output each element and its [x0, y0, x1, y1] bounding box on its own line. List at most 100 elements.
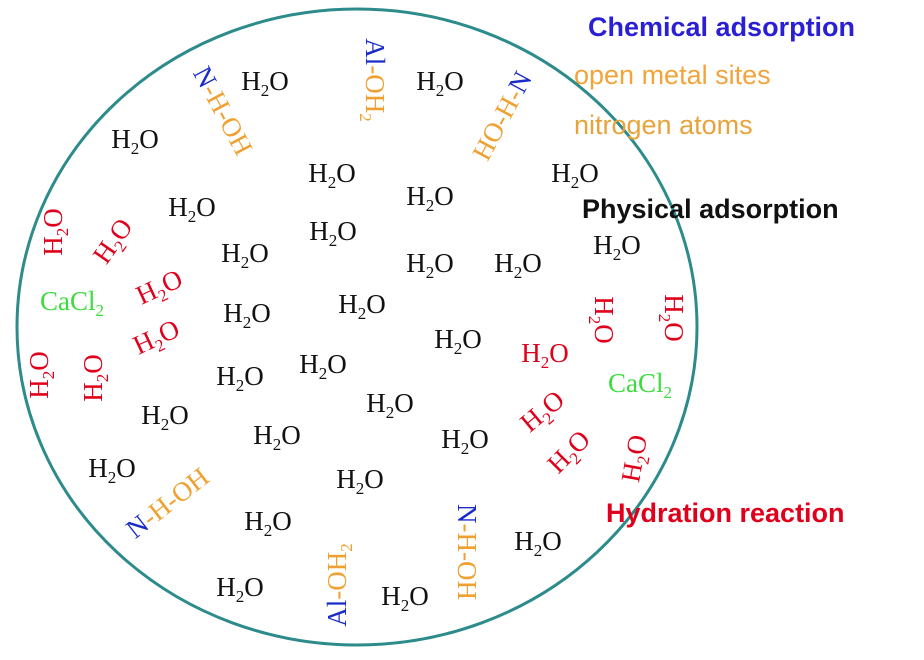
water-molecule: H2O	[406, 248, 454, 282]
molecule-fragment: H	[494, 248, 514, 278]
water-molecule: H2O	[441, 424, 489, 458]
molecule-fragment: O	[394, 388, 414, 418]
molecule-fragment: H	[338, 289, 358, 319]
molecule-fragment: 2	[243, 313, 252, 332]
molecule-fragment: H	[216, 572, 236, 602]
molecule-fragment: H	[441, 424, 461, 454]
molecule-fragment: 2	[93, 374, 112, 383]
molecule-fragment: H	[551, 158, 571, 188]
pore-circle	[15, 7, 699, 647]
legend-physical-adsorption: Physical adsorption	[582, 194, 839, 224]
molecule-fragment: H	[223, 298, 243, 328]
molecule-fragment: 2	[188, 207, 197, 226]
cacl2-label: CaCl2	[608, 368, 672, 402]
molecule-fragment: 2	[328, 173, 337, 192]
molecule-fragment: H	[434, 324, 454, 354]
molecule-fragment: 2	[571, 173, 580, 192]
molecule-fragment: O	[444, 66, 464, 96]
molecule-fragment: O	[364, 464, 384, 494]
legend-open-metal-sites: open metal sites	[574, 60, 771, 90]
molecule-fragment: 2	[541, 353, 550, 372]
hydration-water-molecule: H2O	[514, 384, 572, 441]
molecule-fragment: H	[168, 192, 188, 222]
molecule-fragment: 2	[358, 304, 367, 323]
water-molecule: H2O	[216, 361, 264, 395]
water-molecule: H2O	[241, 66, 289, 100]
molecule-fragment: 2	[131, 139, 140, 158]
molecule-fragment: 2	[236, 376, 245, 395]
molecule-fragment: H	[221, 238, 241, 268]
hydration-water-molecule: H2O	[541, 424, 599, 482]
water-molecule: H2O	[299, 349, 347, 383]
water-molecule: H2O	[253, 420, 301, 454]
molecule-fragment: 2	[534, 541, 543, 560]
molecule-fragment: -H-OH	[452, 524, 482, 600]
molecule-fragment: H	[514, 526, 534, 556]
hydration-water-molecule: H2O	[87, 213, 142, 271]
molecule-fragment: O	[139, 124, 159, 154]
legend-hydration-reaction: Hydration reaction	[606, 498, 845, 528]
molecule-fragment: -OH	[322, 552, 352, 600]
molecule-fragment: O	[579, 158, 599, 188]
molecule-fragment: O	[621, 230, 641, 260]
molecule-fragment: H	[24, 379, 54, 399]
molecule-fragment: O	[434, 181, 454, 211]
molecule-fragment: H	[253, 420, 273, 450]
molecule-fragment: O	[337, 216, 357, 246]
water-molecule: H2O	[308, 158, 356, 192]
molecule-fragment: 2	[108, 468, 117, 487]
molecule-fragment: O	[281, 420, 301, 450]
molecule-fragment: 2	[319, 364, 328, 383]
molecule-fragment: O	[366, 289, 386, 319]
molecule-fragment: O	[522, 248, 542, 278]
molecule-fragment: O	[169, 400, 189, 430]
molecule-fragment: CaCl	[40, 286, 96, 316]
molecule-fragment: 2	[264, 521, 273, 540]
molecule-fragment: O	[244, 361, 264, 391]
molecule-fragment: -OH	[360, 65, 390, 113]
molecule-fragment: O	[103, 213, 139, 246]
molecule-fragment: 2	[337, 543, 356, 552]
molecule-fragment: H	[38, 236, 68, 256]
molecule-fragment: O	[549, 338, 569, 368]
molecule-fragment: H	[78, 382, 108, 402]
molecule-fragment: 2	[585, 316, 604, 325]
water-molecule: H2O	[406, 181, 454, 215]
molecule-fragment: 2	[613, 245, 622, 264]
cacl2-label: CaCl2	[40, 286, 104, 320]
molecule-fragment: O	[249, 238, 269, 268]
molecule-fragment: O	[272, 506, 292, 536]
molecule-fragment: 2	[273, 435, 282, 454]
molecule-fragment: H	[366, 388, 386, 418]
molecule-fragment: 2	[426, 196, 435, 215]
molecule-fragment: O	[589, 324, 619, 344]
hydration-water-molecule: H2O	[521, 338, 569, 372]
water-molecule: H2O	[244, 506, 292, 540]
water-molecule: H2O	[141, 400, 189, 434]
hydration-water-molecule: H2O	[615, 432, 657, 485]
water-molecule: H2O	[168, 192, 216, 226]
molecule-fragment: H	[88, 453, 108, 483]
molecule-fragment: H	[299, 349, 319, 379]
legend-chemical-adsorption: Chemical adsorption	[588, 12, 855, 42]
molecule-fragment: H	[521, 338, 541, 368]
molecule-fragment: H	[406, 181, 426, 211]
molecule-fragment: 2	[261, 81, 270, 100]
molecule-fragment: H	[593, 230, 613, 260]
water-molecule: H2O	[416, 66, 464, 100]
molecule-fragment: CaCl	[608, 368, 664, 398]
molecule-fragment: O	[462, 324, 482, 354]
molecule-fragment: 2	[356, 113, 375, 122]
molecule-fragment: O	[38, 208, 68, 228]
water-molecule: H2O	[223, 298, 271, 332]
molecule-fragment: 2	[454, 339, 463, 358]
molecule-fragment: 2	[655, 314, 674, 323]
water-molecule: H2O	[494, 248, 542, 282]
molecule-fragment: H	[336, 464, 356, 494]
molecule-fragment: 2	[329, 231, 338, 250]
molecule-fragment: 2	[664, 383, 673, 402]
water-molecule: H2O	[381, 581, 429, 615]
water-molecule: H2O	[366, 388, 414, 422]
hydration-water-molecule: H2O	[585, 296, 619, 344]
nitrogen-site-label: N-H-OH	[452, 504, 482, 600]
